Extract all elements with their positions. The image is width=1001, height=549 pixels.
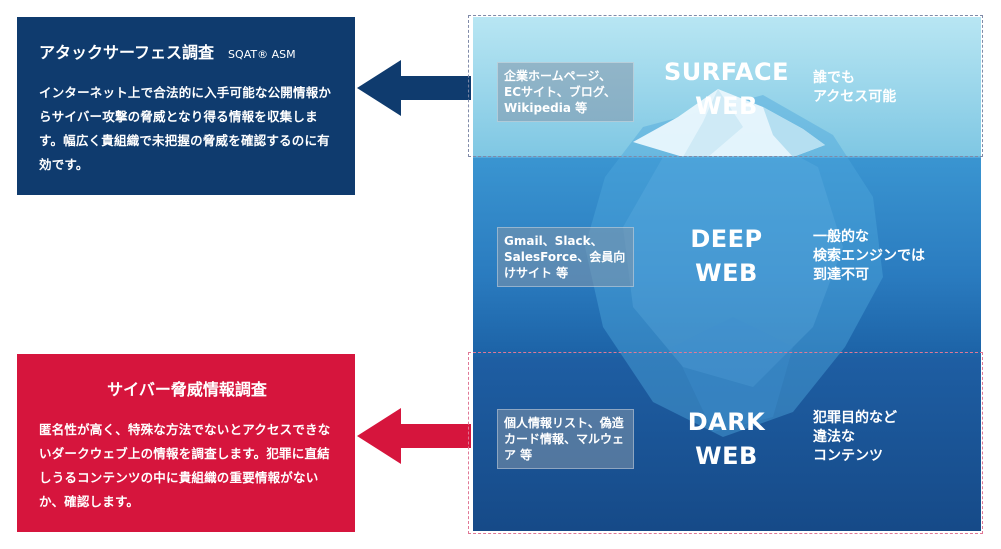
surface-web-desc-line2: アクセス可能 xyxy=(813,89,897,105)
surface-web-outline xyxy=(468,15,983,157)
attack-surface-title: アタックサーフェス調査 SQAT® ASM xyxy=(39,39,335,63)
deep-web-desc-line2: 検索エンジンでは xyxy=(813,248,925,264)
surface-web-description: 誰でも アクセス可能 xyxy=(813,69,896,107)
surface-web-examples: 企業ホームページ、ECサイト、ブログ、Wikipedia 等 xyxy=(497,62,634,122)
deep-web-title: DEEP WEB xyxy=(655,222,798,290)
threat-intel-card: サイバー脅威情報調査 匿名性が高く、特殊な方法でないとアクセスできないダークウェ… xyxy=(17,354,355,532)
deep-web-examples: Gmail、Slack、SalesForce、会員向けサイト 等 xyxy=(497,227,634,287)
dark-web-outline xyxy=(468,352,983,534)
deep-web-title-line1: DEEP xyxy=(690,225,763,253)
attack-surface-body: インターネット上で合法的に入手可能な公開情報からサイバー攻撃の脅威となり得る情報… xyxy=(39,85,332,172)
dark-web-desc-line1: 犯罪目的など xyxy=(813,410,897,426)
surface-web-title-line2: WEB xyxy=(695,92,758,120)
threat-intel-body: 匿名性が高く、特殊な方法でないとアクセスできないダークウェブ上の情報を調査します… xyxy=(39,422,331,509)
attack-surface-card: アタックサーフェス調査 SQAT® ASM インターネット上で合法的に入手可能な公… xyxy=(17,17,355,195)
threat-intel-title: サイバー脅威情報調査 xyxy=(107,380,267,399)
deep-web-desc-line3: 到達不可 xyxy=(813,267,869,283)
attack-surface-subtitle: SQAT® ASM xyxy=(228,48,296,61)
surface-web-desc-line1: 誰でも xyxy=(813,70,855,86)
dark-web-desc-line2: 違法な xyxy=(813,429,855,445)
surface-arrow-icon xyxy=(357,60,471,116)
dark-arrow-icon xyxy=(357,408,471,464)
attack-surface-title-text: アタックサーフェス調査 xyxy=(39,43,215,62)
iceberg-illustration xyxy=(473,17,981,531)
deep-web-title-line2: WEB xyxy=(695,259,758,287)
dark-web-examples: 個人情報リスト、偽造カード情報、マルウェア 等 xyxy=(497,409,634,469)
dark-web-title-line1: DARK xyxy=(687,408,766,436)
dark-web-title-line2: WEB xyxy=(695,442,758,470)
deep-web-desc-line1: 一般的な xyxy=(813,229,869,245)
deep-web-description: 一般的な 検索エンジンでは 到達不可 xyxy=(813,228,925,285)
surface-web-title: SURFACE WEB xyxy=(655,55,798,123)
dark-web-desc-line3: コンテンツ xyxy=(813,448,883,464)
dark-web-description: 犯罪目的など 違法な コンテンツ xyxy=(813,409,897,466)
surface-web-title-line1: SURFACE xyxy=(664,58,789,86)
dark-web-title: DARK WEB xyxy=(655,405,798,473)
